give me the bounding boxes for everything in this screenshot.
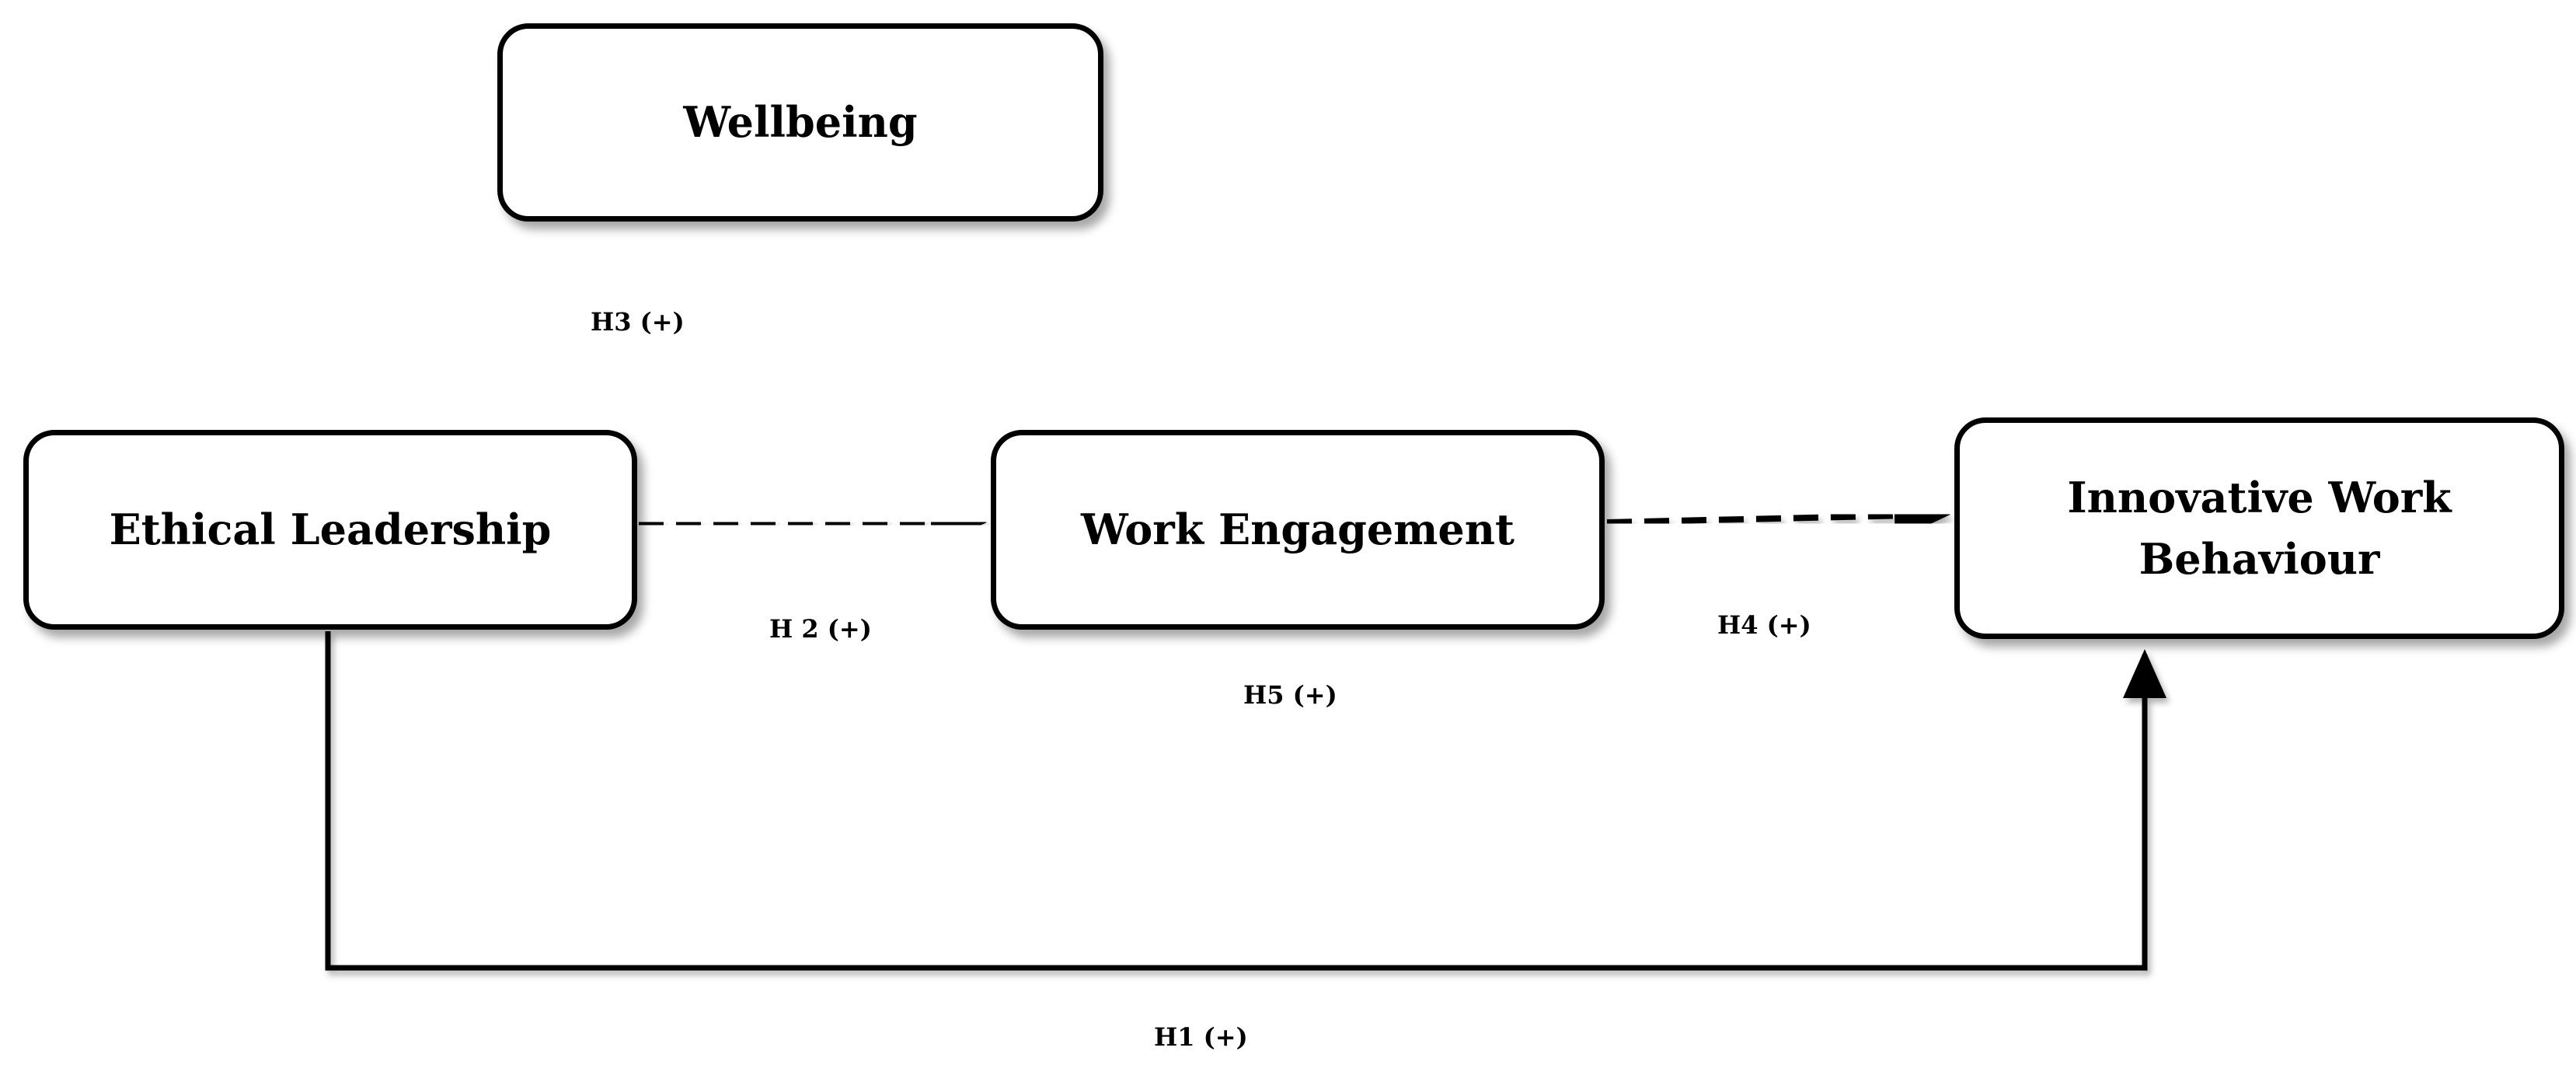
work-engagement-label: Work Engagement <box>1081 505 1515 555</box>
h2-dashed-arrow <box>638 498 987 548</box>
work-engagement-node: Work Engagement <box>991 430 1605 630</box>
ethical-leadership-label: Ethical Leadership <box>109 505 552 555</box>
wellbeing-node: Wellbeing <box>497 23 1103 222</box>
hypothesis-h1-label: H1 (+) <box>1154 1022 1248 1052</box>
innovative-work-behaviour-label: Innovative Work Behaviour <box>2067 473 2452 584</box>
ethical-leadership-node: Ethical Leadership <box>23 430 637 630</box>
hypothesis-h4-label: H4 (+) <box>1717 610 1811 640</box>
hypothesis-h5-label: H5 (+) <box>1243 680 1337 710</box>
hypothesis-h2-label: H 2 (+) <box>769 614 872 644</box>
h1-solid-connector <box>325 631 2166 971</box>
hypothesis-h3-label: H3 (+) <box>591 307 685 337</box>
wellbeing-label: Wellbeing <box>683 97 918 148</box>
innovative-work-behaviour-node: Innovative Work Behaviour <box>1954 417 2564 639</box>
h4-dashed-arrow <box>1606 491 1950 541</box>
